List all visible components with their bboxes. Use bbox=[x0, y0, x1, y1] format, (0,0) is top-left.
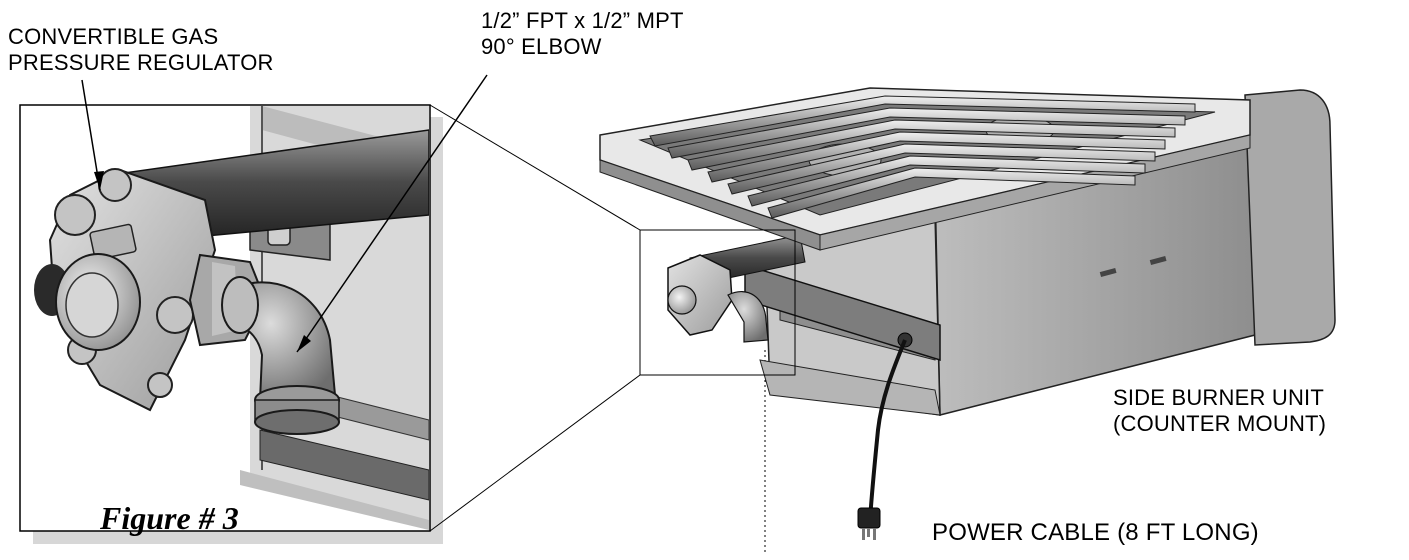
detail-callout-box bbox=[639, 229, 796, 376]
elbow-label-line2: 90° ELBOW bbox=[481, 34, 602, 59]
elbow-fitting bbox=[221, 276, 340, 435]
unit-label-line1: SIDE BURNER UNIT bbox=[1113, 385, 1324, 410]
regulator-body bbox=[34, 168, 267, 412]
figure-caption: Figure # 3 bbox=[100, 500, 239, 536]
elbow-label: 1/2” FPT x 1/2” MPT 90° ELBOW bbox=[481, 8, 684, 60]
regulator-label-line2: PRESSURE REGULATOR bbox=[8, 50, 274, 75]
power-cable-drawing bbox=[868, 339, 907, 521]
regulator-label-line1: CONVERTIBLE GAS bbox=[8, 24, 219, 49]
plug-icon bbox=[857, 507, 881, 540]
elbow-label-line1: 1/2” FPT x 1/2” MPT bbox=[481, 8, 684, 33]
unit-label: SIDE BURNER UNIT (COUNTER MOUNT) bbox=[1113, 385, 1326, 437]
side-burner-unit-drawing bbox=[599, 87, 1336, 540]
inset-detail-view bbox=[19, 104, 443, 544]
callout-leaders bbox=[81, 74, 766, 555]
regulator-label: CONVERTIBLE GAS PRESSURE REGULATOR bbox=[8, 24, 274, 76]
unit-label-line2: (COUNTER MOUNT) bbox=[1113, 411, 1327, 436]
power-cable-label: POWER CABLE (8 FT LONG) bbox=[932, 519, 1259, 546]
